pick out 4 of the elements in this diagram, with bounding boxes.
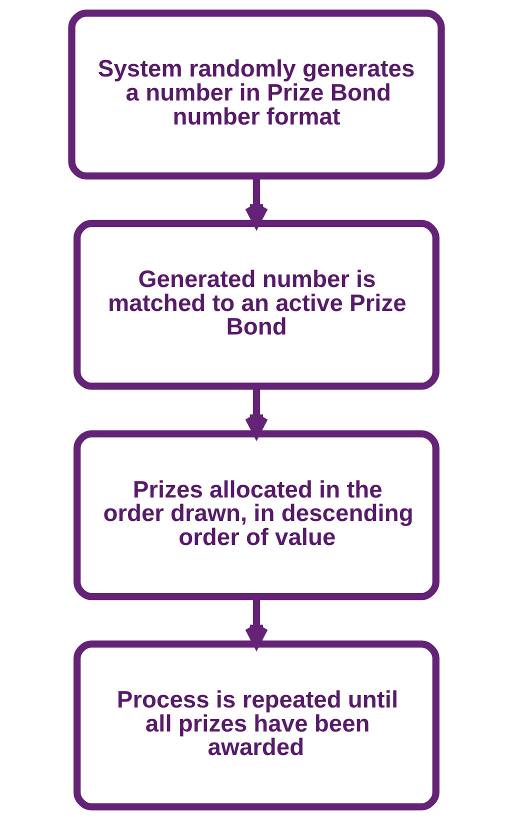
node-box: Process is repeated until all prizes have been awarded [73,640,439,810]
node-box: Generated number is matched to an active Prize Bond [73,220,439,390]
node-box: System randomly generates a number in Prize Bond number format [68,10,444,180]
node-box: Prizes allocated in the order drawn, in descending order of value [73,430,439,600]
